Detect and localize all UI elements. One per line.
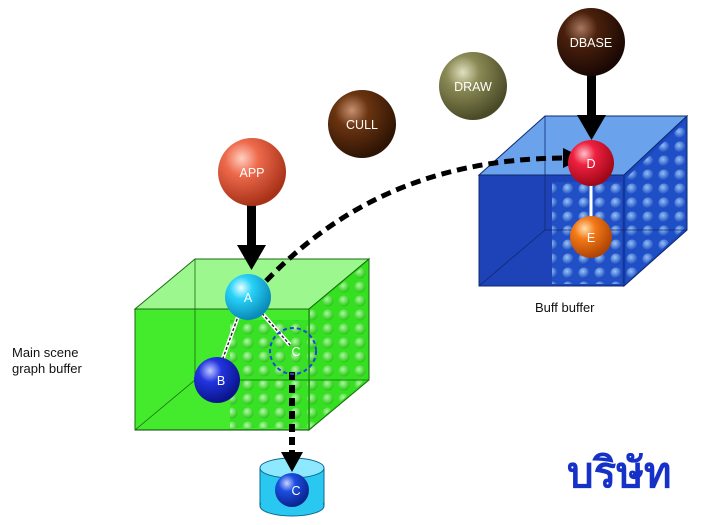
dbase-stage-sphere: DBASE — [557, 8, 625, 76]
node-c-output: C — [275, 473, 309, 507]
arrow-dbase-to-d — [577, 70, 606, 140]
buff-buffer-label: Buff buffer — [535, 300, 595, 315]
node-c-output-label: C — [291, 484, 300, 498]
node-b-label: B — [217, 374, 225, 388]
node-d: D — [568, 140, 614, 186]
draw-stage-sphere: DRAW — [439, 52, 507, 120]
main-buffer-label-line1: Main scene — [12, 345, 78, 360]
draw-label: DRAW — [454, 80, 492, 94]
cull-stage-sphere: CULL — [328, 90, 396, 158]
node-c-placeholder: C — [269, 327, 317, 375]
app-stage-sphere: APP — [218, 138, 286, 206]
node-a-label: A — [244, 291, 253, 305]
output-arrow-c — [281, 372, 303, 472]
node-e: E — [570, 216, 612, 258]
app-label: APP — [239, 166, 264, 180]
company-thai-text: บริษัท — [567, 448, 672, 497]
node-d-label: D — [586, 157, 595, 171]
cull-label: CULL — [346, 118, 378, 132]
node-e-label: E — [587, 231, 595, 245]
node-b: B — [194, 357, 240, 403]
dbase-label: DBASE — [570, 36, 612, 50]
main-buffer-label-line2: graph buffer — [12, 361, 83, 376]
node-a: A — [225, 274, 271, 320]
arrow-app-to-a — [237, 197, 266, 270]
node-c-label: C — [291, 345, 300, 359]
buff-buffer — [477, 114, 689, 288]
